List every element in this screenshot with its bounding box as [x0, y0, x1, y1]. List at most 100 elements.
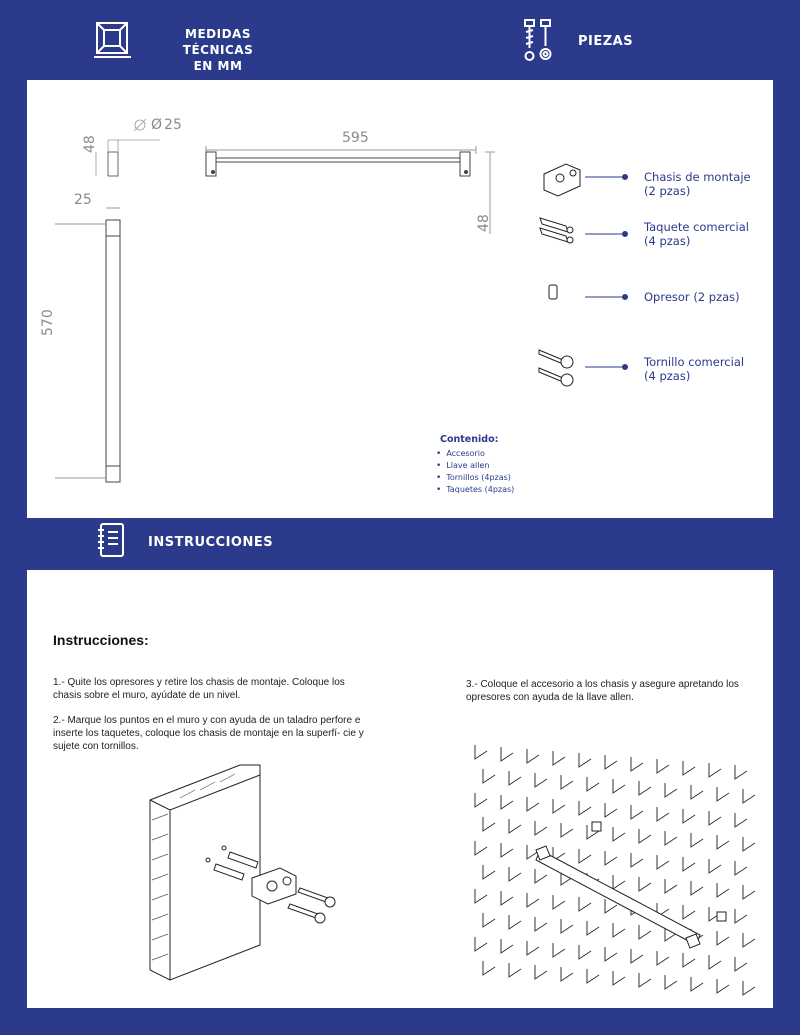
piece-plug-label: Taquete comercial (4 pzas) [644, 220, 749, 248]
tile-mark [656, 759, 670, 774]
technical-title-line1: MEDIDAS TÉCNICAS [182, 27, 254, 57]
tile-mark [526, 845, 540, 860]
mount-chassis-icon [543, 163, 581, 197]
tile-mark [474, 841, 488, 856]
tile-mark [664, 975, 678, 990]
set-screw-icon [548, 284, 558, 300]
tile-mark [638, 781, 652, 796]
contents-list: Accesorio Llave allen Tornillos (4pzas) … [436, 448, 514, 496]
tile-mark [708, 859, 722, 874]
tile-mark [586, 825, 600, 840]
notebook-icon [98, 523, 124, 557]
tile-mark [734, 957, 748, 972]
tile-mark [482, 913, 496, 928]
pieces-title: PIEZAS [578, 34, 634, 49]
tile-mark [682, 761, 696, 776]
tile-mark [560, 967, 574, 982]
wall-plug-icon [539, 217, 574, 244]
contents-item: Taquetes (4pzas) [436, 484, 514, 496]
contents-item: Accesorio [436, 448, 514, 460]
tile-mark [664, 927, 678, 942]
tile-mark [508, 819, 522, 834]
instructions-heading: Instrucciones: [53, 632, 149, 648]
tile-mark [734, 861, 748, 876]
tile-mark [742, 981, 756, 996]
technical-panel [27, 80, 773, 518]
tile-mark [578, 945, 592, 960]
tile-mark [482, 817, 496, 832]
tile-mark [552, 751, 566, 766]
tile-mark [716, 787, 730, 802]
tile-mark [604, 755, 618, 770]
tile-mark [586, 921, 600, 936]
tile-mark [630, 949, 644, 964]
piece-chassis-qty: (2 pzas) [644, 184, 691, 198]
instruction-step-1: 1.- Quite los opresores y retire los cha… [53, 677, 345, 701]
piece-screw-label: Tornillo comercial (4 pzas) [644, 355, 744, 383]
tile-mark [742, 885, 756, 900]
piece-plug-name: Taquete comercial [644, 220, 749, 234]
piece-chassis-name: Chasis de montaje [644, 170, 751, 184]
wall-install-illustration [149, 764, 336, 981]
height-small-label: 48 [82, 135, 98, 153]
tile-mark [682, 857, 696, 872]
tile-mark [612, 923, 626, 938]
tile-mark [664, 879, 678, 894]
tile-mark [560, 919, 574, 934]
tile-mark [526, 893, 540, 908]
tile-mark [612, 971, 626, 986]
tile-mark [534, 773, 548, 788]
length-side-label: 570 [40, 309, 56, 336]
tile-mark [474, 793, 488, 808]
tile-mark [604, 899, 618, 914]
piece-setscrew-name: Opresor (2 pzas) [644, 290, 740, 304]
tile-mark [534, 869, 548, 884]
tile-mark [690, 833, 704, 848]
tile-mark [656, 855, 670, 870]
tile-mark [560, 823, 574, 838]
tile-mark [612, 827, 626, 842]
bar-top-drawing [205, 146, 495, 234]
tile-mark [560, 775, 574, 790]
tile-mark [708, 811, 722, 826]
tile-mark [560, 871, 574, 886]
tile-mark [656, 951, 670, 966]
tile-mark [604, 851, 618, 866]
tile-mark [630, 757, 644, 772]
height-right-label: 48 [476, 214, 492, 232]
tile-mark [716, 883, 730, 898]
tile-mark [742, 837, 756, 852]
tile-mark [604, 803, 618, 818]
tile-mark [526, 749, 540, 764]
instruction-step-2: 2.- Marque los puntos en el muro y con a… [53, 715, 364, 752]
tile-mark [508, 963, 522, 978]
contents-item: Llave allen [436, 460, 514, 472]
tile-mark [482, 769, 496, 784]
tile-mark [586, 969, 600, 984]
commercial-screw-icon [538, 349, 574, 387]
tile-mark [578, 897, 592, 912]
tile-mark [690, 881, 704, 896]
tiled-wall-illustration [474, 745, 756, 996]
tile-mark [638, 973, 652, 988]
technical-title-line2: EN MM [193, 59, 243, 73]
contents-title: Contenido: [440, 434, 499, 445]
ruler-cube-icon [94, 22, 131, 58]
tile-mark [742, 933, 756, 948]
tile-mark [716, 979, 730, 994]
contents-item: Tornillos (4pzas) [436, 472, 514, 484]
tile-mark [690, 977, 704, 992]
tile-mark [630, 805, 644, 820]
tile-mark [734, 909, 748, 924]
tile-mark [742, 789, 756, 804]
piece-screw-qty: (4 pzas) [644, 369, 691, 383]
bar-side-drawing [55, 207, 121, 483]
tile-mark [578, 849, 592, 864]
tile-mark [474, 937, 488, 952]
tile-mark [534, 821, 548, 836]
instruction-step-3: 3.- Coloque el accesorio a los chasis y … [466, 679, 739, 703]
instructions-band-title: INSTRUCCIONES [148, 535, 274, 550]
tile-mark [612, 779, 626, 794]
tile-mark [638, 877, 652, 892]
